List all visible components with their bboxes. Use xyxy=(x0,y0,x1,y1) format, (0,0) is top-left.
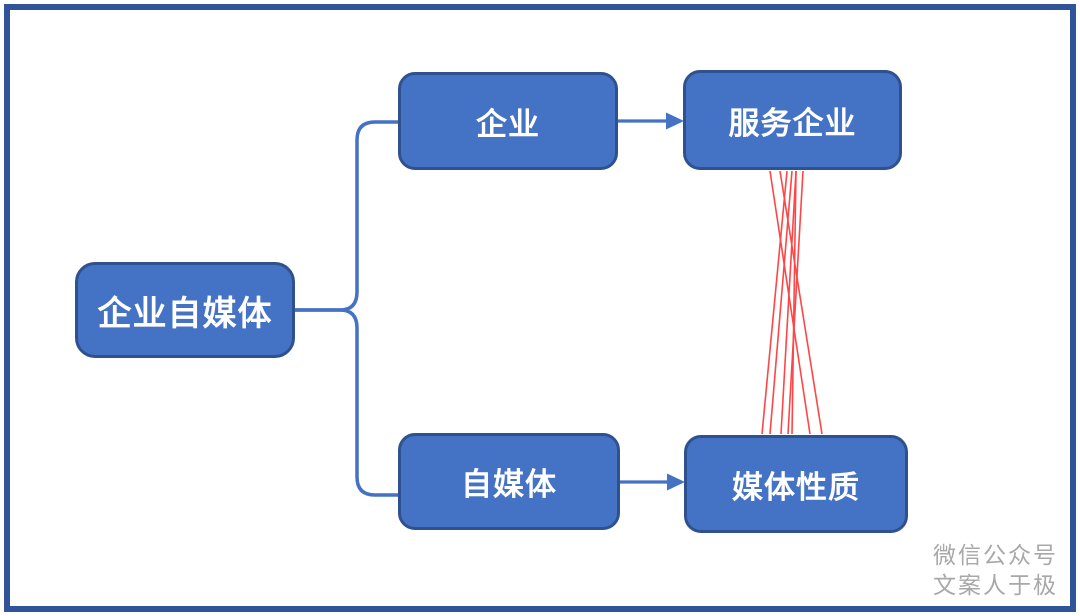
node-enterprise-self-media: 企业自媒体 xyxy=(75,262,295,358)
elbow-connector-root-to-selfmedia xyxy=(293,308,400,497)
red-relation-lines xyxy=(761,170,823,435)
node-service-enterprise: 服务企业 xyxy=(683,70,902,170)
arrow-enterprise-to-service xyxy=(618,112,684,130)
node-label: 服务企业 xyxy=(728,105,857,141)
node-media-nature: 媒体性质 xyxy=(684,435,908,533)
arrowhead-icon xyxy=(667,473,685,491)
arrowhead-icon xyxy=(666,112,684,130)
watermark: 微信公众号 文案人于极 xyxy=(933,540,1058,600)
watermark-line2: 文案人于极 xyxy=(933,572,1058,598)
elbow-connector-root-to-enterprise xyxy=(293,120,400,312)
watermark-line1: 微信公众号 xyxy=(933,542,1058,568)
arrow-selfmedia-to-medianature xyxy=(620,473,685,491)
node-label: 自媒体 xyxy=(461,467,557,502)
node-enterprise: 企业 xyxy=(398,72,618,170)
node-label: 媒体性质 xyxy=(732,469,860,505)
node-label: 企业自媒体 xyxy=(97,294,273,333)
node-label: 企业 xyxy=(476,106,540,142)
node-self-media: 自媒体 xyxy=(398,433,620,530)
